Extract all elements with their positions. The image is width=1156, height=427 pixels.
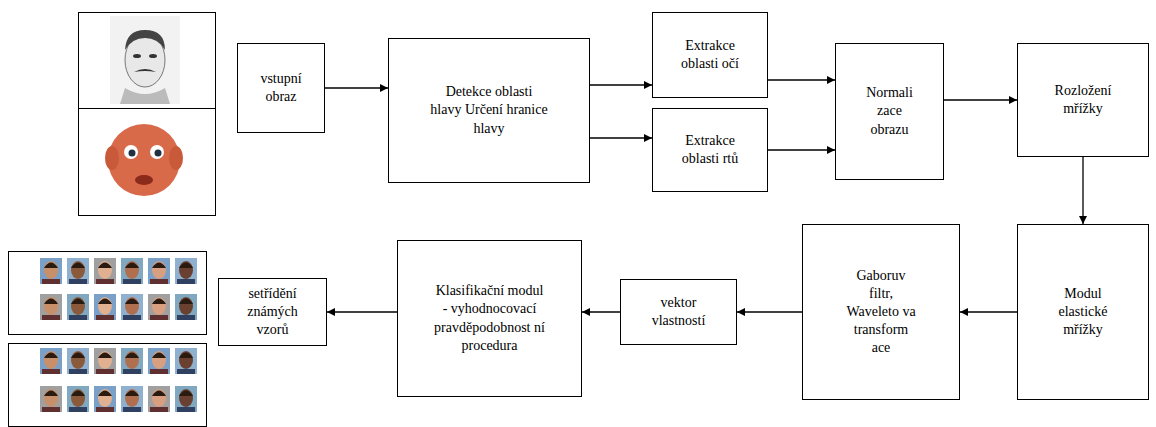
flow-arrow (960, 311, 1017, 312)
flow-arrow (1082, 157, 1083, 224)
flow-arrow (590, 84, 652, 85)
flow-arrow (768, 79, 835, 80)
box-label: setřídění známých vzorů (233, 285, 313, 340)
box-label: Rozložení mřížky (1048, 82, 1118, 118)
sketch-face (110, 16, 180, 104)
box-label: Klasifikační modul - vyhodnocovací pravd… (434, 282, 546, 355)
flow-arrow (582, 311, 620, 312)
flow-arrow (327, 311, 397, 312)
sorting-box: setřídění známých vzorů (218, 278, 327, 346)
box-label: vektor vlastností (639, 294, 719, 330)
image-frame (79, 13, 216, 216)
box-label: Extrakce oblasti rtů (675, 132, 745, 168)
extraction-box: Extrakce oblasti rtů (652, 108, 768, 192)
frame-divider (78, 108, 216, 109)
gallery-frame (9, 344, 207, 427)
input-box: vstupní obraz (237, 43, 325, 133)
box-label: Extrakce oblasti očí (675, 37, 745, 73)
flow-arrow (768, 149, 835, 150)
detection-box: Detekce oblasti hlavy Určení hranice hla… (388, 38, 590, 183)
box-label: Modul elastické mřížky (1043, 285, 1123, 340)
gallery-frame (9, 252, 207, 335)
normalization-box: Normali zace obrazu (835, 43, 944, 180)
flow-arrow (944, 99, 1017, 100)
grid-box: Rozložení mřížky (1017, 43, 1149, 157)
baby-face (105, 124, 183, 196)
box-label: Detekce oblasti hlavy Určení hranice hla… (429, 83, 549, 138)
extraction-box: Extrakce oblasti očí (652, 12, 768, 98)
flow-arrow (737, 311, 802, 312)
classifier-box: Klasifikační modul - vyhodnocovací pravd… (397, 240, 582, 397)
flow-arrow (590, 137, 652, 138)
filter-box: Gaboruv filtr, Waveleto va transform ace (802, 224, 960, 400)
face-gallery (40, 258, 197, 412)
box-label: Normali zace obrazu (860, 84, 920, 139)
feature-vector-box: vektor vlastností (620, 279, 737, 345)
box-label: Gaboruv filtr, Waveleto va transform ace (846, 267, 916, 358)
elastic-grid-box: Modul elastické mřížky (1017, 224, 1149, 400)
box-label: vstupní obraz (246, 70, 316, 106)
flow-arrow (325, 87, 388, 88)
